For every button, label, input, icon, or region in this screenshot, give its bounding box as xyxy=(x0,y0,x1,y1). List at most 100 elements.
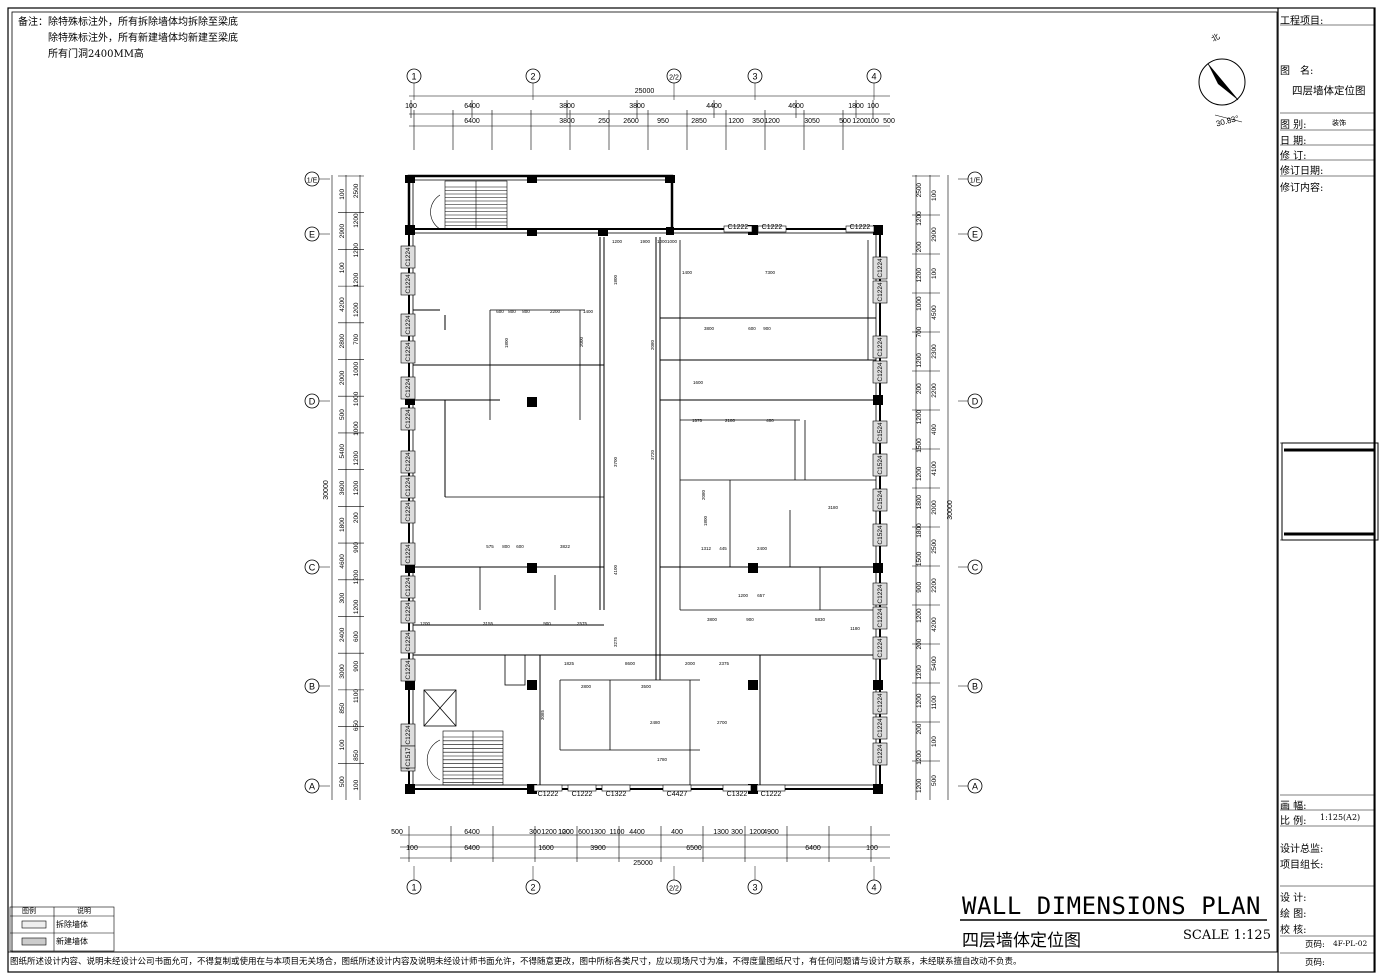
dim-left-total: 30000 xyxy=(323,480,330,500)
north-label: 北 xyxy=(1210,32,1221,44)
sheet-outer-frame xyxy=(7,7,1376,973)
interior-dim-43: 1825 xyxy=(564,661,575,666)
interior-dim-20: 2180 xyxy=(725,418,736,423)
dim-left-inner-14: 1200 xyxy=(353,599,360,614)
tb-design-director-label: 设计总监: xyxy=(1280,844,1324,855)
dim-left-inner-20: 100 xyxy=(353,779,360,790)
interior-dim-55: 657 xyxy=(757,593,765,598)
tb-revision-date-label: 修订日期: xyxy=(1280,166,1324,177)
grid-row-C-left: C xyxy=(309,563,316,573)
window-right-10: C1224 xyxy=(877,638,884,658)
dim-left-outer-0: 100 xyxy=(339,189,346,200)
dim-left-inner-3: 1200 xyxy=(353,272,360,287)
dim-right-inner-15: 1200 xyxy=(916,608,923,623)
interior-dim-4: 1400 xyxy=(583,309,594,314)
dim-top-row2-4: 950 xyxy=(657,118,669,125)
dim-left-outer-11: 300 xyxy=(339,592,346,603)
window-right-3: C1224 xyxy=(877,362,884,382)
window-top-1: C1222 xyxy=(762,224,783,231)
dim-right-outer-0: 100 xyxy=(931,190,938,201)
dim-top-row1-0: 100 xyxy=(405,103,417,110)
dimension-lines xyxy=(331,95,949,862)
dim-right-outer-1: 2900 xyxy=(931,227,938,242)
dim-bot-row2-3: 3900 xyxy=(590,845,606,852)
dim-bot-row2-6: 100 xyxy=(866,845,878,852)
window-left-10: C1224 xyxy=(405,577,412,597)
dim-left-inner-10: 1200 xyxy=(353,480,360,495)
interior-dim-17: 2080 xyxy=(650,339,655,350)
dim-right-inner-3: 1200 xyxy=(916,268,923,283)
tb-revision-label: 修 订: xyxy=(1280,151,1307,162)
interior-dim-28: 800 xyxy=(502,544,510,549)
dim-right-inner-2: 200 xyxy=(916,241,923,252)
grid-col-1-top: 1 xyxy=(411,72,416,82)
dim-left-outer-4: 2800 xyxy=(339,334,346,349)
dim-right-inner-6: 1200 xyxy=(916,353,923,368)
interior-dim-47: 2800 xyxy=(581,684,592,689)
grid-row-1/E-left: 1/E xyxy=(307,178,318,185)
dim-top-row1-6: 1800 xyxy=(848,103,864,110)
interior-dim-18: 1600 xyxy=(693,380,704,385)
grid-row-D-right: D xyxy=(972,397,979,407)
drawing-title-cn: 四层墙体定位图 xyxy=(962,931,1081,951)
dim-bot-row1-7: 1300 xyxy=(590,829,606,836)
interior-dim-15: 1400 xyxy=(682,270,693,275)
legend-table xyxy=(9,906,115,952)
interior-dim-29: 600 xyxy=(516,544,524,549)
dim-right-outer-10: 2200 xyxy=(931,578,938,593)
dim-bot-row1-9: 4400 xyxy=(629,829,645,836)
disclaimer-footer: 图纸所述设计内容、说明未经设计公司书面允可，不得复制或使用在与本项目无关场合，图… xyxy=(10,957,1022,967)
dim-left-outer-8: 3600 xyxy=(339,480,346,495)
dim-bot-row1-1: 6400 xyxy=(464,829,480,836)
shaft-box xyxy=(504,654,526,686)
interior-dim-16: 1800 xyxy=(613,274,618,285)
dim-right-outer-9: 2500 xyxy=(931,539,938,554)
dim-bot-row2-0: 100 xyxy=(406,845,418,852)
grid-row-A-right: A xyxy=(972,782,978,792)
window-right-7: C1524 xyxy=(877,525,884,545)
grid-row-B-right: B xyxy=(972,682,978,692)
dim-right-inner-18: 1200 xyxy=(916,693,923,708)
grid-row-C-right: C xyxy=(972,563,979,573)
window-bottom-5: C1222 xyxy=(761,791,782,798)
dim-right-inner-21: 1200 xyxy=(916,778,923,793)
dim-bot-row1-3: 1200 xyxy=(541,829,557,836)
window-left-5: C1224 xyxy=(405,409,412,429)
interior-dim-8: 1900 xyxy=(640,239,651,244)
interior-dim-22: 3700 xyxy=(613,456,618,467)
interior-dim-45: 2000 xyxy=(685,661,696,666)
dim-right-inner-9: 1500 xyxy=(916,438,923,453)
window-bottom-3: C4427 xyxy=(667,791,688,798)
dim-left-inner-0: 2500 xyxy=(353,183,360,198)
grid-col-2-top: 2 xyxy=(530,72,535,82)
grid-col-2/2-top: 2/2 xyxy=(669,75,679,82)
dim-top-row2-6: 1200 xyxy=(728,118,744,125)
window-left-14: C1224 xyxy=(405,725,412,745)
dim-left-outer-2: 100 xyxy=(339,262,346,273)
dim-right-outer-11: 4200 xyxy=(931,617,938,632)
dim-left-inner-16: 900 xyxy=(353,660,360,671)
dim-right-inner-20: 1200 xyxy=(916,750,923,765)
interior-dim-39: 900 xyxy=(746,617,754,622)
dim-right-inner-12: 1800 xyxy=(916,523,923,538)
dim-left-inner-12: 900 xyxy=(353,542,360,553)
dim-right-inner-13: 1500 xyxy=(916,551,923,566)
dim-left-inner-7: 1000 xyxy=(353,391,360,406)
dim-right-outer-5: 2200 xyxy=(931,383,938,398)
dim-bot-row2-5: 6400 xyxy=(805,845,821,852)
dim-right-outer-6: 400 xyxy=(931,424,938,435)
grid-col-2/2-bottom: 2/2 xyxy=(669,886,679,893)
dim-right-outer-13: 1100 xyxy=(931,695,938,709)
interior-dim-41: 1180 xyxy=(850,626,860,631)
interior-dim-27: 575 xyxy=(486,544,494,549)
dim-left-inner-8: 1000 xyxy=(353,421,360,436)
interior-dim-12: 3800 xyxy=(704,326,715,331)
interior-dim-9: 1000 xyxy=(657,239,668,244)
grid-col-1-bottom: 1 xyxy=(411,883,416,893)
interior-dim-35: 3155 xyxy=(483,621,494,626)
dim-bot-row2-2: 1600 xyxy=(538,845,554,852)
dim-bot-row1-0: 500 xyxy=(391,829,403,836)
dim-top-row2-5: 2850 xyxy=(691,118,707,125)
window-right-11: C1224 xyxy=(877,693,884,713)
dim-left-inner-15: 600 xyxy=(353,631,360,642)
